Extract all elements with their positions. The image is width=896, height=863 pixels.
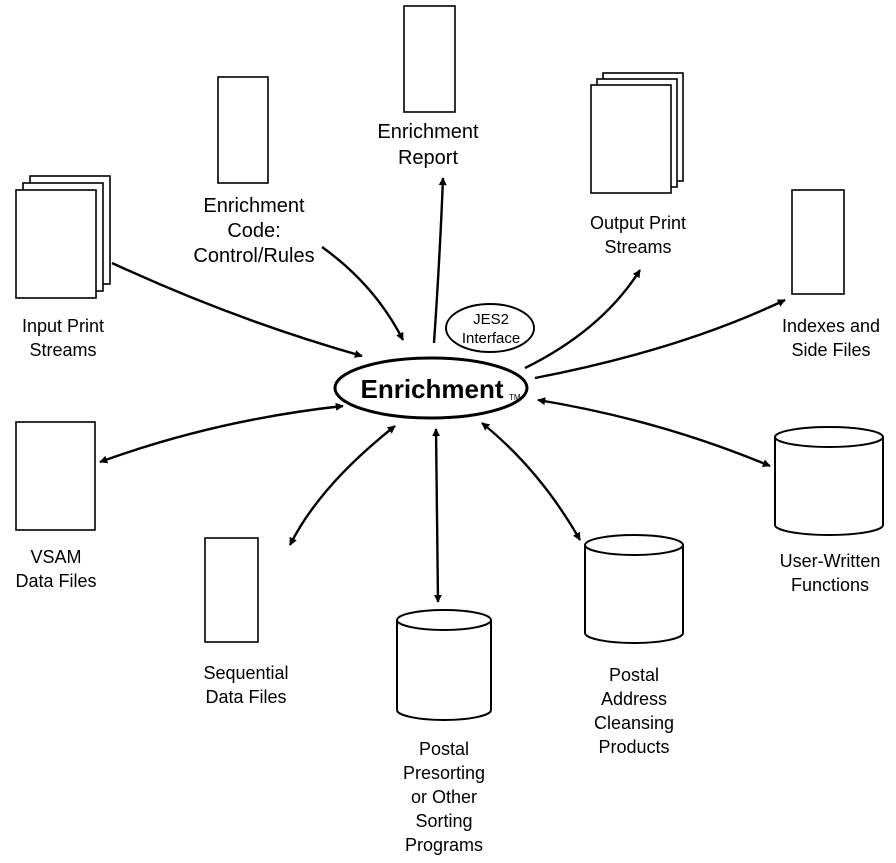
- enrichment-report-label: Enrichment Report: [377, 121, 479, 169]
- label-line: Data Files: [15, 571, 96, 591]
- input-print-streams-label: Input Print Streams: [22, 316, 104, 360]
- jes2-interface-line2: Interface: [462, 330, 520, 347]
- label-line: or Other: [411, 787, 477, 807]
- label-line: Functions: [791, 575, 869, 595]
- edge-vsam-data-files: [99, 402, 344, 464]
- label-line: Report: [398, 147, 458, 169]
- enrichment-code-label: Enrichment Code: Control/Rules: [193, 195, 314, 267]
- label-line: VSAM: [30, 547, 81, 567]
- input-print-streams-stack-icon: [15, 175, 111, 299]
- vsam-data-files-doc-icon: [15, 421, 96, 531]
- label-line: Presorting: [403, 763, 485, 783]
- label-line: Products: [598, 737, 669, 757]
- label-line: Input Print: [22, 316, 104, 336]
- enrichment-report-doc-icon: [403, 5, 456, 113]
- edge-postal-presorting: [432, 428, 442, 603]
- postal-address-cleansing-label: Postal Address Cleansing Products: [594, 665, 674, 757]
- hub-label: Enrichment: [360, 374, 503, 404]
- label-line: Side Files: [791, 340, 870, 360]
- enrichment-hub: Enrichment TM: [333, 356, 529, 420]
- user-written-functions-cylinder-icon: [774, 426, 884, 536]
- postal-presorting-cylinder-icon: [396, 609, 492, 721]
- label-line: Postal: [609, 665, 659, 685]
- label-line: Sequential: [203, 663, 288, 683]
- label-line: Sorting: [415, 811, 472, 831]
- edge-output-print-streams: [524, 269, 642, 370]
- edge-user-written-functions: [537, 397, 771, 468]
- label-line: Enrichment: [377, 121, 479, 143]
- label-line: Indexes and: [782, 316, 880, 336]
- label-line: Programs: [405, 835, 483, 855]
- label-line: Enrichment: [203, 195, 305, 217]
- edge-sequential-data-files: [288, 425, 396, 546]
- hub-trademark: TM: [509, 393, 521, 402]
- sequential-data-files-doc-icon: [204, 537, 259, 643]
- indexes-side-files-doc-icon: [791, 189, 845, 295]
- postal-presorting-label: Postal Presorting or Other Sorting Progr…: [403, 739, 485, 855]
- user-written-functions-label: User-Written Functions: [780, 551, 881, 595]
- label-line: Control/Rules: [193, 245, 314, 267]
- label-line: Streams: [604, 237, 671, 257]
- postal-address-cleansing-cylinder-icon: [584, 534, 684, 644]
- label-line: Streams: [29, 340, 96, 360]
- jes2-interface-node: JES2 Interface: [445, 303, 535, 353]
- edge-postal-address-cleansing: [481, 422, 582, 541]
- jes2-interface-line1: JES2: [473, 311, 509, 328]
- label-line: Output Print: [590, 213, 686, 233]
- edge-enrichment-code: [321, 246, 405, 341]
- edge-input-print-streams: [111, 261, 363, 358]
- edge-enrichment-report: [432, 177, 447, 344]
- edge-indexes-side-files: [534, 298, 786, 380]
- output-print-streams-stack-icon: [590, 72, 684, 194]
- label-line: Data Files: [205, 687, 286, 707]
- indexes-side-files-label: Indexes and Side Files: [782, 316, 880, 360]
- label-line: Postal: [419, 739, 469, 759]
- label-line: Code:: [227, 220, 280, 242]
- enrichment-code-doc-icon: [217, 76, 269, 184]
- output-print-streams-label: Output Print Streams: [590, 213, 686, 257]
- sequential-data-files-label: Sequential Data Files: [203, 663, 288, 707]
- vsam-data-files-label: VSAM Data Files: [15, 547, 96, 591]
- label-line: Cleansing: [594, 713, 674, 733]
- label-line: User-Written: [780, 551, 881, 571]
- label-line: Address: [601, 689, 667, 709]
